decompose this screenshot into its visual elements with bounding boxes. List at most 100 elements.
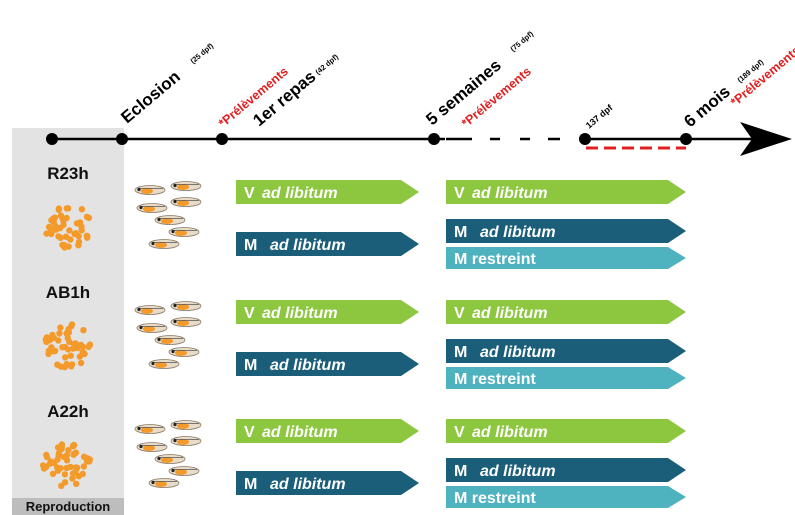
embryo-dot [80,327,87,334]
embryo-dot [80,463,88,470]
arrow-m-restreint-2 [446,486,686,508]
embryo-dot [57,324,64,331]
embryo-dot [60,221,67,229]
arrow-v-ad-libitum-2-1-text: V [454,305,465,322]
embryo-dot [72,340,79,347]
embryo-dot [78,206,86,213]
embryo-cluster-1 [42,321,94,371]
timeline-dot-3 [428,133,440,145]
arrow-v-ad-libitum-2-1-text: ad libitum [472,305,548,322]
larva-fish-icon [170,181,202,191]
embryo-dot [64,346,72,353]
embryo-dot [54,361,61,368]
arrow-v-ad-libitum-1-2-text: V [244,424,255,441]
embryo-dot [43,230,50,237]
embryo-dot [54,467,62,474]
embryo-dot [57,212,65,219]
arrow-m-restreint-2-text: M restreint [454,490,536,507]
embryo-dot [43,338,50,346]
arrow-v-ad-libitum-1-1-text: V [244,305,255,322]
reproduction-label: Reproduction [12,498,124,515]
larva-fish-icon [134,185,166,195]
milestone-label-6-mois: 6 mois [680,82,733,131]
embryo-dot [78,223,85,230]
embryo-dot [55,452,62,459]
embryo-dot [48,227,55,234]
arrow-m-ad-libitum-2-1-text: M [454,344,467,361]
arrow-v-ad-libitum-2-2-text: ad libitum [472,424,548,441]
embryo-dot [72,449,80,456]
embryo-dot [80,453,88,460]
embryo-dot [61,244,68,251]
embryo-dot [50,334,57,341]
embryo-dot [58,482,65,489]
embryo-dot [55,205,63,212]
group-label-ab1h: AB1h [45,283,91,302]
embryo-dot [50,215,57,222]
arrow-v-ad-libitum-2-2-text: V [454,424,465,441]
arrow-m-restreint-1 [446,367,686,389]
milestone-dpf-eclosion: (25 dpf) [189,41,216,66]
embryo-dot [69,475,76,482]
embryo-dot [61,354,69,361]
arrow-m-ad-libitum-1-0 [236,232,419,256]
milestone-label-eclosion: Eclosion [117,67,183,127]
embryo-dot [65,329,73,336]
embryo-dot [45,347,52,355]
arrow-v-ad-libitum-2-0 [446,180,686,204]
embryo-dot [71,230,78,238]
embryo-dot [61,471,69,478]
larva-fish-icon [136,323,168,333]
group-label-r23h: R23h [47,164,89,183]
embryo-dot [39,462,47,469]
embryo-dot [83,213,91,221]
embryo-dot [63,464,70,472]
embryo-dot [63,360,70,368]
arrow-v-ad-libitum-2-0-text: ad libitum [472,185,548,202]
arrow-m-ad-libitum-2-2 [446,458,686,482]
arrow-m-restreint-1-text: M restreint [454,371,536,388]
arrow-m-ad-libitum-1-2-text: ad libitum [270,476,346,493]
embryo-dot [68,321,76,328]
embryo-cluster-2 [39,441,94,489]
embryo-dot [67,352,74,359]
arrow-v-ad-libitum-1-1-text: ad libitum [262,305,338,322]
timeline-dot-4 [579,133,591,145]
embryo-dot [85,343,92,350]
embryo-dot [57,234,64,241]
embryo-dot [65,447,72,454]
arrow-m-restreint-0-text: M restreint [454,251,536,268]
larva-fish-icon [170,317,202,327]
embryo-dot [69,470,77,477]
arrow-m-ad-libitum-1-2-text: M [244,476,257,493]
larva-fish-icon [168,227,200,237]
milestone-dpf-1er-repas: (42 dpf) [314,52,341,77]
arrow-m-ad-libitum-1-1-text: M [244,357,257,374]
larva-fish-icon [134,424,166,434]
larva-fish-icon [148,359,180,369]
larva-fish-icon [154,335,186,345]
timeline-dot-2 [216,133,228,145]
arrow-m-ad-libitum-2-0-text: ad libitum [480,224,556,241]
embryo-dot [43,453,51,461]
embryo-dot [69,345,77,352]
embryo-dot [77,359,85,367]
larva-fish-icon [148,239,180,249]
timeline-dot-5 [680,133,692,145]
timeline-dot-0 [46,133,58,145]
embryo-dot [70,441,78,449]
embryo-dot [63,205,70,212]
embryo-dot [77,341,85,349]
arrow-m-ad-libitum-2-1-text: ad libitum [480,344,556,361]
embryo-dot [49,470,57,478]
larva-fish-icon [134,305,166,315]
larva-fish-icon [170,420,202,430]
arrow-m-ad-libitum-2-2-text: M [454,463,467,480]
arrow-v-ad-libitum-1-2 [236,419,419,443]
arrow-m-ad-libitum-2-2-text: ad libitum [480,463,556,480]
arrow-v-ad-libitum-1-0-text: V [244,185,255,202]
larva-fish-icon [154,454,186,464]
group-label-a22h: A22h [47,402,89,421]
embryo-dot [64,334,72,342]
embryo-dot [56,330,63,337]
